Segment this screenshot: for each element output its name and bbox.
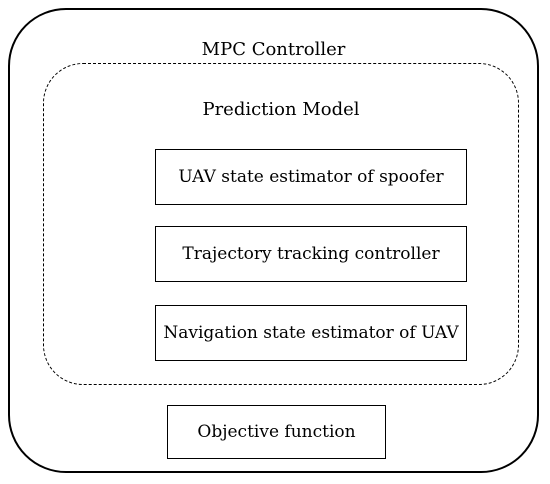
trajectory-tracking-controller-label: Trajectory tracking controller bbox=[182, 244, 440, 264]
trajectory-tracking-controller-box: Trajectory tracking controller bbox=[155, 226, 467, 282]
navigation-state-estimator-label: Navigation state estimator of UAV bbox=[163, 323, 459, 343]
objective-function-box: Objective function bbox=[167, 405, 386, 459]
objective-function-label: Objective function bbox=[197, 422, 356, 442]
navigation-state-estimator-box: Navigation state estimator of UAV bbox=[155, 305, 467, 361]
prediction-model-container: Prediction Model UAV state estimator of … bbox=[43, 63, 519, 385]
uav-state-estimator-box: UAV state estimator of spoofer bbox=[155, 149, 467, 205]
mpc-controller-title: MPC Controller bbox=[201, 39, 346, 60]
uav-state-estimator-label: UAV state estimator of spoofer bbox=[178, 167, 444, 187]
mpc-controller-container: MPC Controller Prediction Model UAV stat… bbox=[8, 8, 539, 473]
prediction-model-title: Prediction Model bbox=[202, 99, 360, 120]
